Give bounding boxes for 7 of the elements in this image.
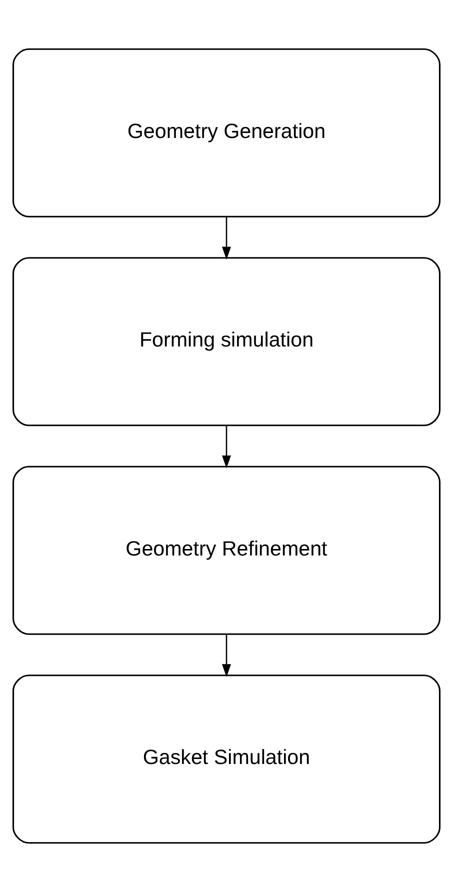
arrow (222, 426, 232, 468)
node-box: Forming simulation (12, 257, 441, 426)
node-box: Geometry Generation (12, 48, 441, 218)
node-box: Geometry Refinement (12, 466, 441, 635)
arrow (222, 634, 232, 678)
node-box: Gasket Simulation (12, 674, 441, 844)
arrow (222, 216, 232, 260)
